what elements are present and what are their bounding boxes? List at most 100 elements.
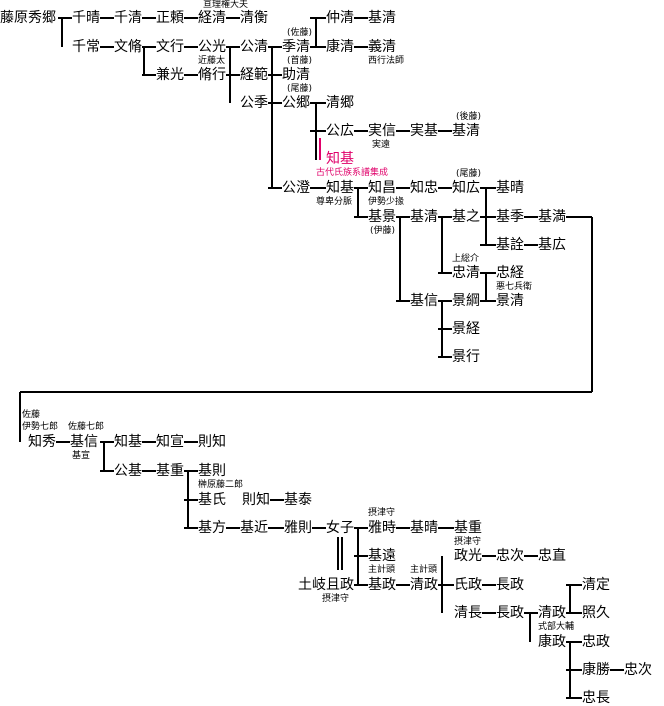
node-tomomoto-2: 知基 (114, 434, 142, 450)
node-motoyasu: 基泰 (284, 492, 312, 508)
node-motoaki: 基詮 (496, 237, 524, 253)
node-tomohiro: 知広 (452, 180, 480, 196)
node-motoharu-1: 基晴 (496, 180, 524, 196)
node-motomitsu: 基満 (538, 209, 566, 225)
node-teruhisa: 照久 (582, 605, 610, 621)
note-sato-1: (佐藤) (287, 28, 313, 38)
node-tadakiyo: 忠清 (452, 265, 480, 281)
note-bito-2: (尾藤) (456, 169, 482, 179)
node-tadatsune: 忠経 (496, 265, 524, 281)
node-tomomasa: 知昌 (368, 180, 396, 196)
node-kiyosada: 清定 (582, 577, 610, 593)
node-motoshige-2: 基重 (454, 520, 482, 536)
note-sonpi-bunmyaku: 尊卑分脈 (316, 197, 353, 207)
note-motonobu: 基宣 (72, 451, 91, 461)
note-goto: (後藤) (456, 112, 482, 122)
note-watari-gondaifu: 亘理権大夫 (203, 0, 249, 10)
node-tadatsugu-1: 忠次 (496, 548, 524, 564)
node-motochika: 基近 (240, 520, 268, 536)
note-saigyo: 西行法師 (368, 56, 405, 66)
node-tadamasa: 忠政 (582, 634, 610, 650)
node-masamitsu: 政光 (454, 548, 482, 564)
node-motokiyo-3: 基清 (410, 209, 438, 225)
node-motokata: 基方 (198, 520, 226, 536)
node-chitsune: 千常 (72, 39, 100, 55)
node-kanemitsu: 兼光 (156, 67, 184, 83)
note-settsu-1: 摂津守 (368, 508, 396, 518)
node-kimihiro: 公広 (326, 123, 354, 139)
node-ujimasa: 氏政 (454, 577, 482, 593)
note-sakakibara: 榊原藤二郎 (198, 480, 244, 490)
node-motokiyo-1: 基清 (368, 10, 396, 26)
node-motohiro: 基広 (538, 237, 566, 253)
node-tsunenori: 経範 (240, 67, 268, 83)
node-kimisue: 公季 (240, 95, 268, 111)
node-motosue: 基季 (496, 209, 524, 225)
node-motoshige: 基重 (156, 463, 184, 479)
node-tadatsugu-2: 忠次 (624, 662, 652, 678)
node-sukekiyo: 助清 (282, 67, 310, 83)
node-noritomo-2: 則知 (242, 492, 270, 508)
node-masatoki: 雅時 (368, 520, 396, 536)
note-ise-shojo: 伊勢少掾 (368, 197, 405, 207)
node-norikiyo: 義清 (368, 39, 396, 55)
node-motonobu-2: 基信 (70, 434, 98, 450)
node-kiyosato: 清郷 (326, 95, 354, 111)
node-tomonobu: 知宣 (156, 434, 184, 450)
node-motokage: 基景 (368, 209, 396, 225)
node-sanemoto: 実基 (410, 123, 438, 139)
note-sato-shichiro: 佐藤七郎 (68, 422, 105, 432)
note-kazue-1: 主計頭 (368, 565, 396, 575)
node-kagekiyo: 景清 (496, 293, 524, 309)
node-kimimitsu: 公光 (198, 39, 226, 55)
node-motonobu-1: 基信 (410, 293, 438, 309)
node-tadanaga: 忠長 (582, 690, 610, 706)
note-akushichibyoe: 悪七兵衛 (496, 282, 533, 292)
node-motonori: 基則 (198, 463, 226, 479)
node-toki-katsumasa: 土岐且政 (298, 577, 354, 593)
note-settsu-3: 摂津守 (322, 594, 350, 604)
node-suekiyo: 季清 (282, 39, 310, 55)
node-daughter: 女子 (326, 520, 354, 536)
node-nagamasa-2: 長政 (496, 605, 524, 621)
node-tomomoto: 知基 (326, 180, 354, 196)
node-yasukiyo: 康清 (326, 39, 354, 55)
note-settsu-2: 摂津守 (454, 537, 482, 547)
note-sato-2: 佐藤 (22, 410, 41, 420)
node-tsunekiyo: 経清 (198, 10, 226, 26)
node-kagetsune: 景経 (452, 321, 480, 337)
node-fujiwara-hidesato: 藤原秀郷 (0, 10, 56, 26)
node-kiyomasa-2: 清政 (538, 605, 566, 621)
node-kiyomasa-1: 清政 (410, 577, 438, 593)
node-fumiyuki: 文行 (156, 39, 184, 55)
node-motouji: 基氏 (198, 492, 226, 508)
node-masanori: 雅則 (284, 520, 312, 536)
node-motoyuki: 基之 (452, 209, 480, 225)
node-nagayuki: 脩行 (198, 67, 226, 83)
note-kodai-shizoku: 古代氏族系譜集成 (316, 168, 389, 178)
note-bito-1: (尾藤) (287, 84, 313, 94)
node-kimimoto: 公基 (114, 463, 142, 479)
node-kimikiyo: 公清 (240, 39, 268, 55)
note-kondota: 近藤太 (198, 56, 226, 66)
note-ise-shichiro: 伊勢七郎 (22, 422, 59, 432)
note-sanetoo: 実遠 (372, 140, 391, 150)
node-kimisumi: 公澄 (282, 180, 310, 196)
node-kagetsuna: 景綱 (452, 293, 480, 309)
node-kageyuki: 景行 (452, 349, 480, 365)
note-ito: (伊藤) (370, 226, 396, 236)
node-nakakiyo: 仲清 (326, 10, 354, 26)
node-motomasa: 基政 (368, 577, 396, 593)
node-noritomo-1: 則知 (198, 434, 226, 450)
node-sanenobu: 実信 (368, 123, 396, 139)
node-nagamasa-1: 長政 (496, 577, 524, 593)
note-shikibu-taifu: 式部大輔 (538, 622, 575, 632)
node-kiyonaga: 清長 (454, 605, 482, 621)
node-tomomoto-red: 知基 (326, 151, 354, 167)
node-yasukatsu: 康勝 (582, 662, 610, 678)
node-tomotada: 知忠 (410, 180, 438, 196)
node-kimisato: 公郷 (282, 95, 310, 111)
node-yasumasa: 康政 (538, 634, 566, 650)
